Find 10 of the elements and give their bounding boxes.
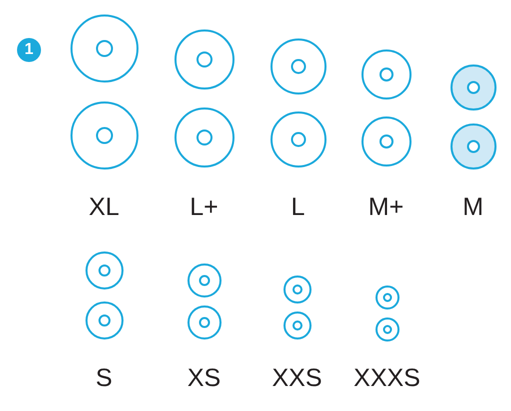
size-label: XXS	[272, 363, 322, 393]
size-label: XS	[187, 363, 221, 393]
size-label: M+	[368, 192, 404, 222]
size-label: L+	[190, 192, 218, 222]
size-label: S	[96, 363, 112, 393]
size-label: XL	[88, 192, 120, 222]
size-label: XXXS	[354, 363, 420, 393]
size-label: L	[291, 192, 305, 222]
size-label: M	[462, 192, 484, 222]
step-number: 1	[17, 38, 41, 62]
